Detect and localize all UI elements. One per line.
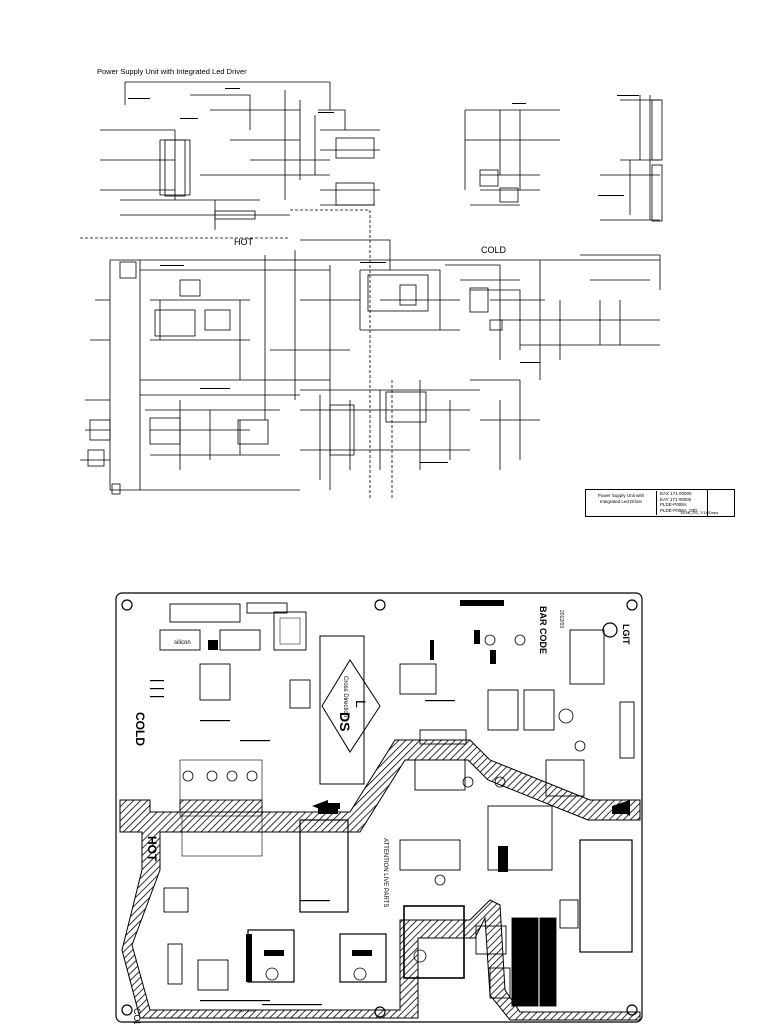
direction-arrow: [321, 659, 381, 753]
title-block-code: EAX 171 #0000: [660, 491, 692, 496]
ds-label: DS: [337, 712, 353, 731]
cold-label-bottom: COLD: [132, 1008, 142, 1024]
title-block-code: PLDE-P008A: [660, 502, 687, 507]
cross-direction-label: Cross Direction: [342, 676, 348, 717]
schematic-title: Power Supply Unit with Integrated Led Dr…: [97, 67, 247, 76]
flow-arrow-left: [312, 800, 340, 812]
part-marking: silicon: [174, 640, 191, 646]
title-block: Power Supply Unit with Integrated Led Dr…: [585, 489, 735, 517]
title-block-line: Power Supply Unit with: [597, 493, 645, 498]
logo-text: LGIT: [621, 624, 631, 645]
flow-arrow-right: [612, 800, 630, 816]
hot-side-label: HOT: [234, 237, 253, 247]
cold-side-label: COLD: [481, 245, 507, 255]
title-block-code: EAY 171 #0000: [660, 496, 692, 502]
title-block-grid: [707, 490, 734, 516]
drawing-note: 14/18_0/0_7/18/Draw: [680, 510, 719, 515]
board-outline: [115, 592, 643, 1023]
direction-letter: L: [353, 700, 369, 708]
title-block-line: Integrated Led Driver: [599, 498, 643, 504]
attention-label: ATTENTION LIVE PARTS: [382, 838, 388, 907]
title-block-code: PLDE-P008A_03D: [660, 507, 698, 513]
hot-label: HOT: [145, 836, 159, 862]
date-mark: 2012/03: [558, 610, 564, 628]
cold-label-top: COLD: [133, 712, 147, 746]
barcode-label: BAR CODE: [538, 606, 548, 654]
caution-label: CAUTION: [236, 1008, 254, 1013]
